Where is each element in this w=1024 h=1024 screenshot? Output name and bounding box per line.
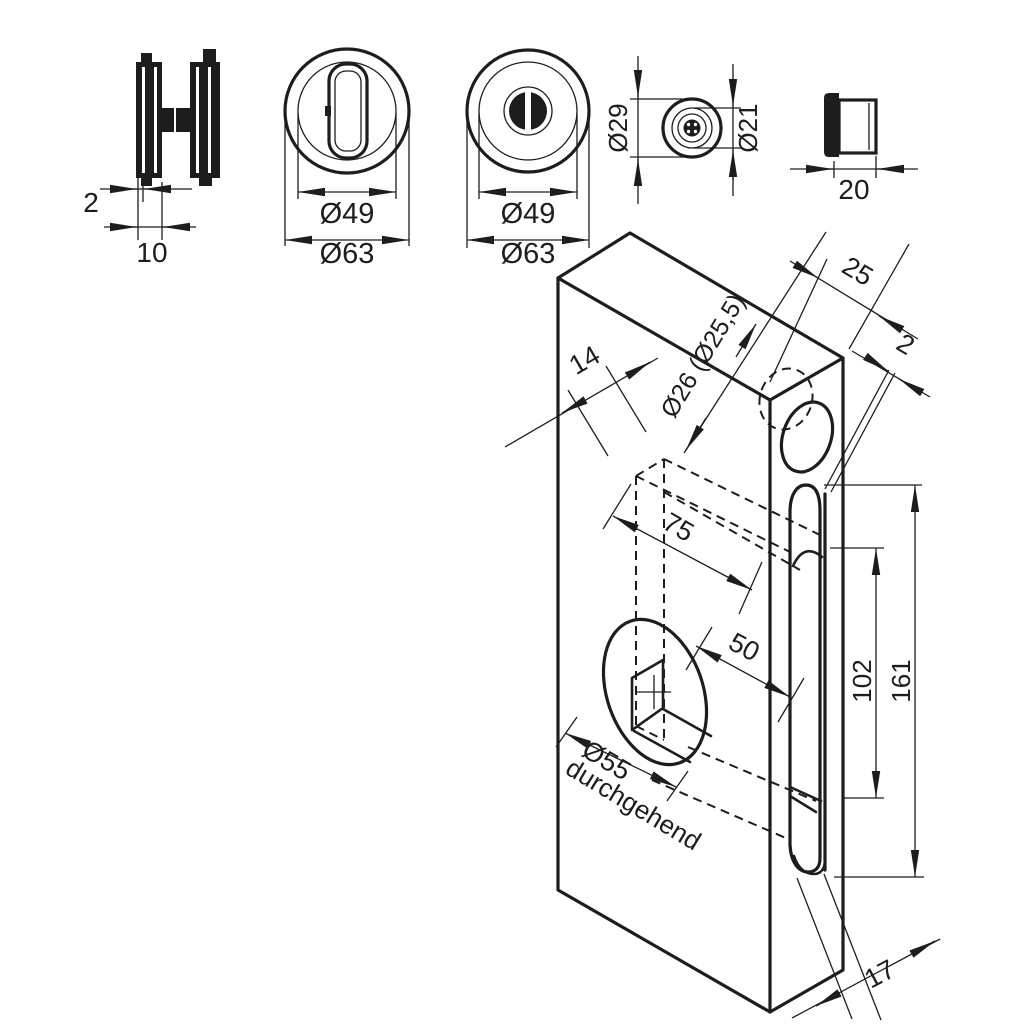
dim-label-flange-thickness: 2 (83, 187, 99, 218)
dim-label-bush-inner-diameter: Ø21 (733, 103, 763, 152)
dim-label-release-rosette-diameter: Ø63 (501, 238, 556, 270)
dim-lines-flush-cup (790, 156, 918, 178)
dim-label-thumbturn-rosette-diameter: Ø63 (320, 238, 375, 270)
dim-hole-center-from-face (504, 357, 659, 457)
door-edges (556, 276, 845, 1014)
finger-groove (788, 483, 827, 876)
edge-bore-hidden (758, 367, 814, 431)
cup-body (837, 98, 878, 155)
dim-pocket-depth (602, 483, 763, 615)
dim-face-bore (555, 716, 689, 802)
dim-groove-from-front (791, 873, 941, 1021)
dim-pocket-width (685, 626, 805, 723)
rosette-inner-circle (297, 61, 397, 161)
dim-lines-thumbturn (284, 113, 410, 246)
right-rosette-plate (190, 62, 220, 178)
bush-spindle-hole (683, 119, 701, 137)
spindle-neck (162, 108, 174, 132)
rosette-outer-circle (283, 47, 411, 175)
dim-label-groove-length: 161 (886, 659, 916, 702)
dim-lines-spindle-bush (630, 56, 741, 204)
view-rosette-pair-side: 2 10 (83, 49, 220, 268)
view-flush-cup-side: 20 (790, 93, 918, 205)
dim-label-cup-depth: 20 (838, 174, 869, 205)
dim-label-pocket-length: 102 (847, 659, 877, 702)
left-rosette-plate (136, 62, 162, 178)
dim-hole-center-from-edge (769, 243, 919, 383)
door-outline (556, 231, 845, 1014)
dim-groove-length (824, 484, 924, 878)
dim-lines-release-rosette (466, 113, 590, 248)
view-release-rosette: Ø49 Ø63 (465, 48, 591, 270)
dim-label-bush-outer-diameter: Ø29 (603, 103, 633, 152)
dim-groove-to-edge (824, 350, 931, 493)
cup-flange (824, 93, 839, 157)
dim-label-rosette-thickness: 10 (136, 237, 167, 268)
dim-label-turn-diameter: Ø49 (320, 198, 375, 230)
release-rosette-outer-circle (465, 48, 591, 174)
dim-pocket-length (830, 547, 884, 799)
dim-lines-side-view (100, 176, 196, 240)
dim-label-release-inner-diameter: Ø49 (501, 198, 556, 230)
view-spindle-bush: Ø29 Ø21 (603, 56, 763, 204)
edge-bore-opening (779, 400, 835, 474)
view-thumbturn-rosette: Ø49 Ø63 (283, 47, 411, 270)
